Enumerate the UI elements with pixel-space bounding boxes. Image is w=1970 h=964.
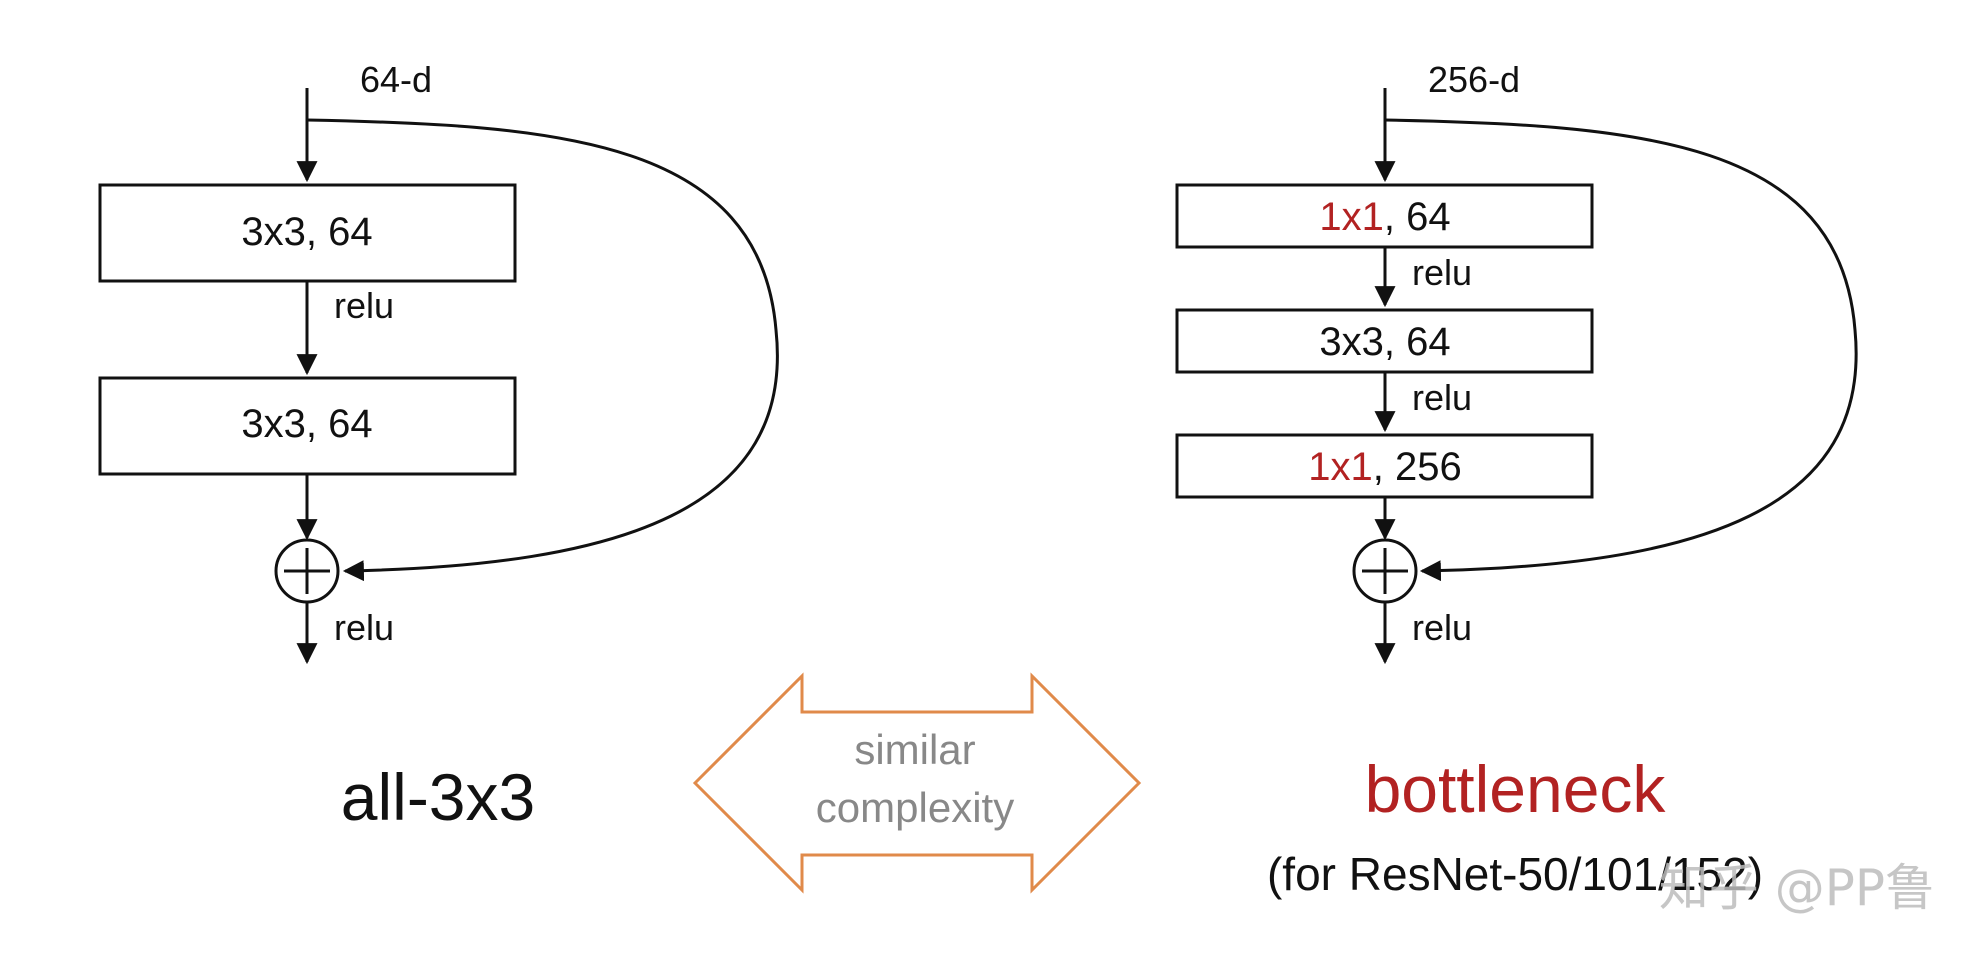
right-input-dim-label: 256-d — [1428, 59, 1520, 100]
watermark: 知乎 @PP鲁 — [1659, 859, 1935, 917]
right-conv3-box — [1175, 433, 1594, 499]
right-conv1-rest: , 64 — [1384, 195, 1451, 239]
double-arrow-icon — [692, 672, 1142, 894]
left-relu1-label: relu — [334, 285, 394, 326]
right-block: 256-d 1x1, 64 relu 3x3, 64 relu 1x1, 256… — [1175, 59, 1858, 900]
middle-line2: complexity — [816, 784, 1014, 831]
left-block: 64-d 3x3, 64 relu 3x3, 64 relu all-3x3 — [98, 59, 779, 834]
right-skip-connection — [1384, 118, 1858, 582]
right-conv1-kernel: 1x1 — [1319, 195, 1384, 239]
left-conv2-label: 3x3, 64 — [241, 402, 372, 446]
left-plus-circle-icon — [274, 538, 340, 604]
right-relu2-label: relu — [1412, 377, 1472, 418]
right-conv2-label: 3x3, 64 — [1319, 320, 1450, 364]
left-title: all-3x3 — [341, 760, 535, 834]
left-conv2-box — [98, 376, 517, 476]
right-relu-out-label: relu — [1412, 607, 1472, 648]
right-title: bottleneck — [1365, 752, 1667, 826]
right-relu1-label: relu — [1412, 252, 1472, 293]
left-conv1-label: 3x3, 64 — [241, 210, 372, 254]
right-conv1-label: 1x1, 64 — [1319, 195, 1450, 239]
left-relu-out-label: relu — [334, 607, 394, 648]
right-plus-circle-icon — [1352, 538, 1418, 604]
middle-comparison: similar complexity — [692, 672, 1142, 894]
right-subtitle: (for ResNet-50/101/152) — [1267, 848, 1763, 900]
left-conv1-box — [98, 183, 517, 283]
left-input-dim-label: 64-d — [360, 59, 432, 100]
right-conv3-kernel: 1x1 — [1308, 445, 1373, 489]
right-conv3-label: 1x1, 256 — [1308, 445, 1461, 489]
right-conv3-rest: , 256 — [1373, 445, 1462, 489]
middle-line1: similar — [854, 726, 975, 773]
left-skip-connection — [306, 118, 779, 582]
